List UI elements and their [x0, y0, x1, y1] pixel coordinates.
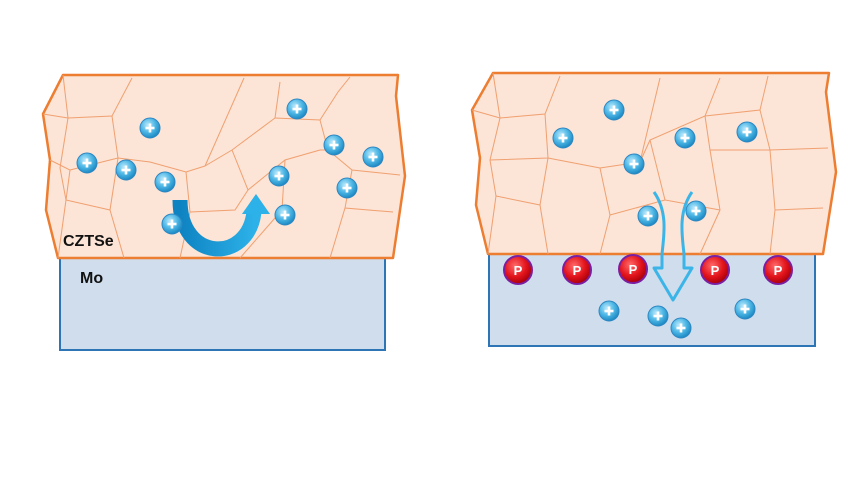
positive-ion-right-4	[623, 153, 645, 175]
curved-arrow-left	[172, 194, 270, 257]
p-dopant-label: P	[774, 263, 783, 278]
positive-ion-right-9	[670, 317, 692, 339]
positive-ion-right-1	[552, 127, 574, 149]
positive-ion-left-4	[154, 171, 176, 193]
p-dopant-label: P	[629, 262, 638, 277]
p-dopant-1: P	[562, 255, 592, 285]
positive-ion-left-2	[76, 152, 98, 174]
p-dopant-label: P	[711, 263, 720, 278]
positive-ion-left-7	[268, 165, 290, 187]
positive-ion-right-10	[734, 298, 756, 320]
positive-ion-left-0	[139, 117, 161, 139]
positive-ion-left-3	[115, 159, 137, 181]
positive-ion-right-5	[637, 205, 659, 227]
czts-film-left	[41, 73, 407, 260]
left-panel: CZTSe Mo	[41, 73, 407, 351]
diffusion-stream-b	[680, 191, 694, 255]
substrate-label: Mo	[80, 270, 103, 287]
positive-ion-left-9	[161, 213, 183, 235]
positive-ion-right-7	[598, 300, 620, 322]
p-dopant-label: P	[514, 263, 523, 278]
diffusion-stream-a	[652, 191, 666, 255]
positive-ion-right-2	[674, 127, 696, 149]
mo-substrate-left	[59, 257, 386, 351]
positive-ion-right-6	[685, 200, 707, 222]
film-label: CZTSe	[63, 233, 114, 250]
p-dopant-0: P	[503, 255, 533, 285]
p-dopant-2: P	[618, 254, 648, 284]
p-dopant-4: P	[763, 255, 793, 285]
positive-ion-right-8	[647, 305, 669, 327]
ions-right	[552, 99, 758, 339]
positive-ion-right-3	[736, 121, 758, 143]
czts-film-right	[470, 71, 838, 256]
positive-ion-left-8	[336, 177, 358, 199]
positive-ion-left-1	[286, 98, 308, 120]
reflection-arrow-head	[242, 194, 270, 214]
mo-substrate-right	[488, 253, 816, 347]
positive-ion-left-10	[274, 204, 296, 226]
ions-left	[76, 98, 384, 235]
down-arrow-right	[652, 191, 694, 302]
positive-ion-right-0	[603, 99, 625, 121]
reflection-arrow	[172, 199, 262, 257]
p-dopant-label: P	[573, 263, 582, 278]
diffusion-arrow	[652, 254, 694, 302]
p-dopant-3: P	[700, 255, 730, 285]
positive-ion-left-6	[362, 146, 384, 168]
positive-ion-left-5	[323, 134, 345, 156]
grain-boundaries-right	[471, 72, 829, 255]
